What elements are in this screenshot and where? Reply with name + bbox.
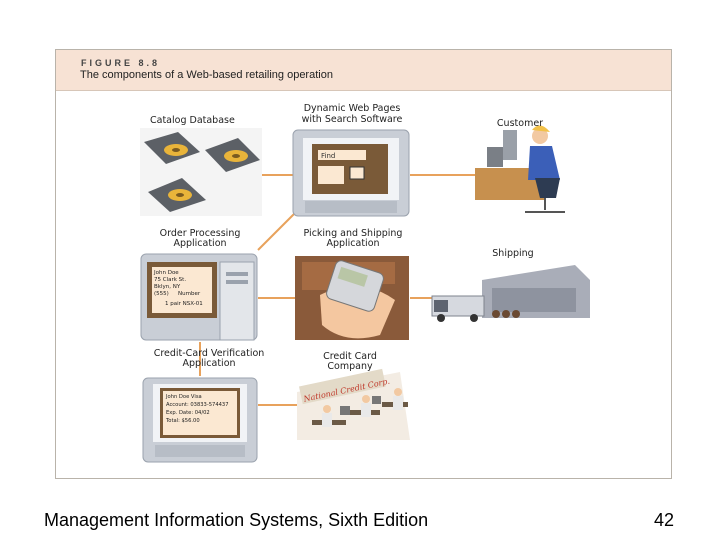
- label-customer: Customer: [496, 118, 544, 129]
- hard-drive-icon: [144, 132, 200, 164]
- picking-shipping-illustration: [295, 256, 409, 340]
- credit-verification-monitor-icon: John Doe Visa Account: 03833-574437 Exp.…: [142, 377, 258, 463]
- shipping-illustration: [431, 265, 590, 322]
- label-shipping: Shipping: [492, 248, 534, 259]
- order-screen-text: John Doe 75 Clark St. Bklyn, NY (555) Nu…: [153, 270, 203, 307]
- figure-caption: The components of a Web-based retailing …: [80, 69, 333, 81]
- office-workers: [322, 388, 403, 427]
- label-order-processing-line2: Application: [173, 238, 227, 249]
- hard-drive-icon: [148, 178, 206, 212]
- label-credit-verification-line2: Application: [182, 358, 236, 369]
- label-dynamic-pages-line1: Dynamic Web Pages: [303, 103, 401, 114]
- label-picking-shipping-line1: Picking and Shipping: [303, 228, 403, 239]
- slide-page-number: 42: [654, 510, 675, 530]
- credit-screen-text: John Doe Visa Account: 03833-574437 Exp.…: [165, 394, 230, 424]
- slide-footer-title: Management Information Systems, Sixth Ed…: [44, 510, 429, 530]
- web-pages-monitor-icon: Find: [292, 129, 410, 217]
- find-text: Find: [321, 152, 335, 160]
- customer-illustration: [475, 125, 565, 213]
- figure-label: FIGURE 8.8: [81, 58, 161, 68]
- label-catalog-database: Catalog Database: [150, 115, 235, 126]
- connectors: [199, 174, 475, 406]
- label-credit-verification-line1: Credit-Card Verification: [153, 348, 265, 359]
- figure-header: FIGURE 8.8 The components of a Web-based…: [56, 50, 671, 91]
- catalog-database-illustration: [140, 128, 262, 216]
- credit-company-illustration: National Credit Corp.: [297, 368, 410, 440]
- customer-head: [532, 128, 548, 144]
- label-credit-company-line2: Company: [327, 361, 373, 372]
- label-order-processing-line1: Order Processing: [159, 228, 241, 239]
- label-dynamic-pages-line2: with Search Software: [301, 114, 403, 125]
- connector-web-order: [257, 209, 299, 251]
- label-picking-shipping-line2: Application: [326, 238, 380, 249]
- order-processing-monitor-icon: John Doe 75 Clark St. Bklyn, NY (555) Nu…: [140, 253, 258, 341]
- label-credit-company-line1: Credit Card: [323, 351, 377, 362]
- hard-drive-icon: [205, 138, 260, 172]
